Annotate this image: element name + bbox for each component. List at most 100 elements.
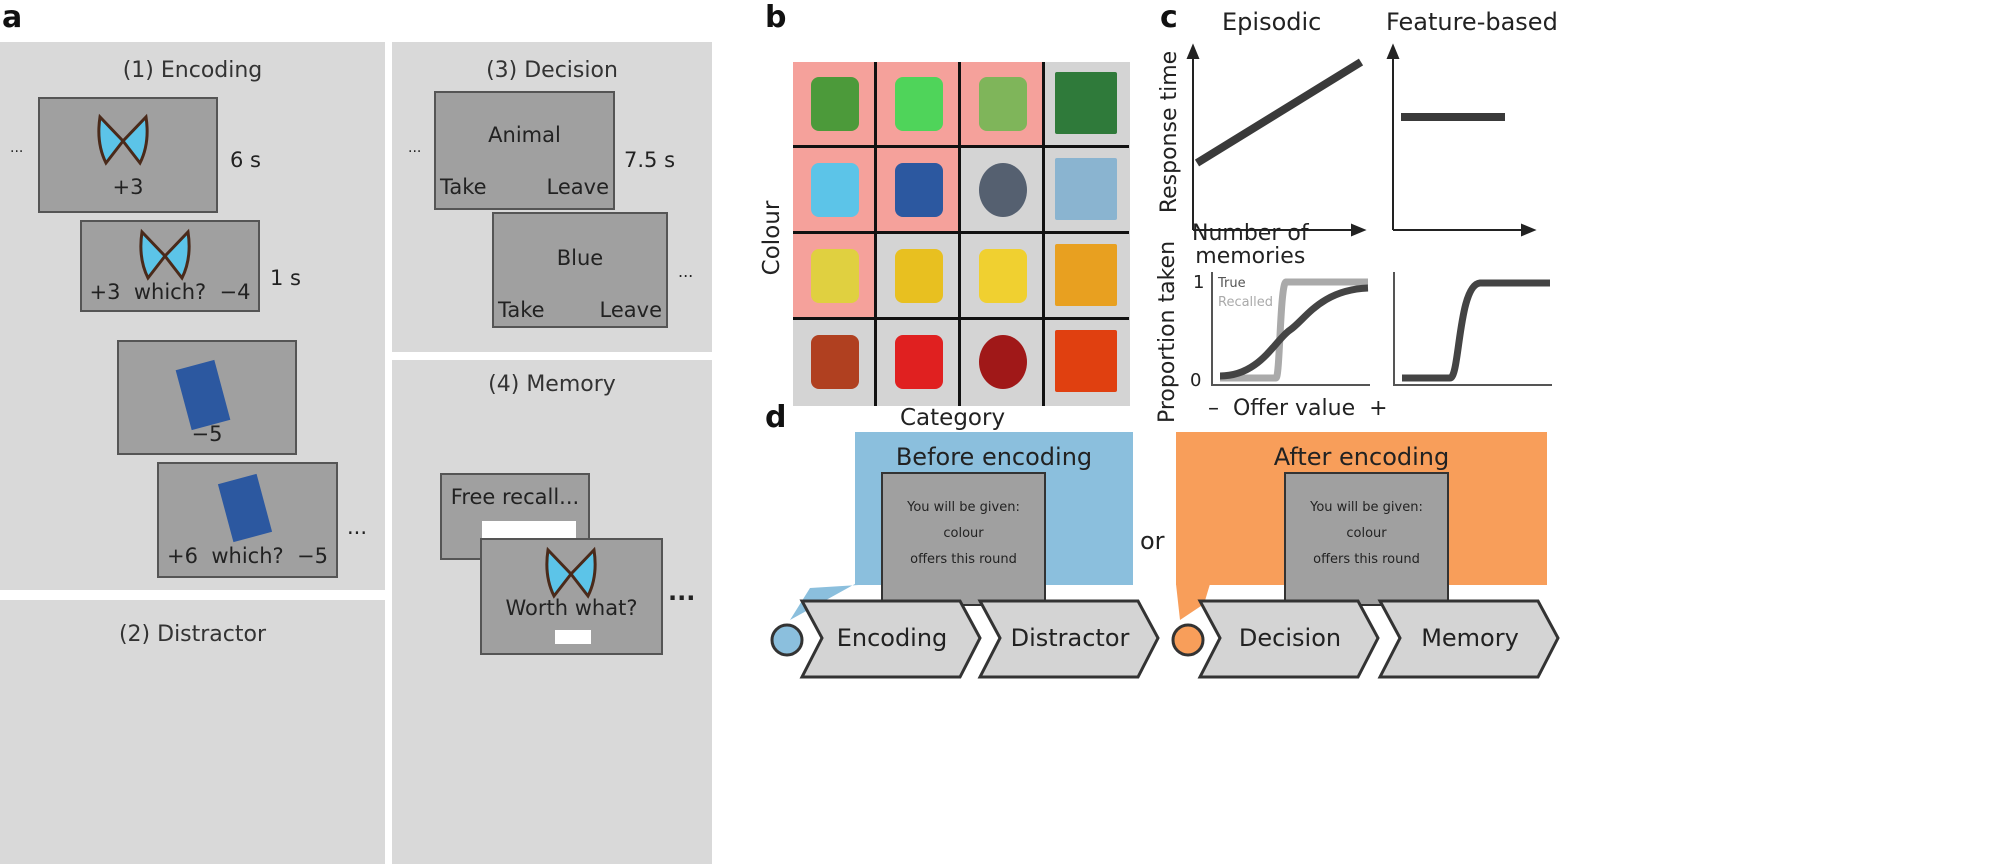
encoding-screen-2: +3 which? −4 <box>80 220 260 312</box>
value-text-box <box>555 630 591 644</box>
panel-label-d: d <box>765 400 787 435</box>
ellipsis: ... <box>668 578 696 606</box>
grid-cell <box>961 62 1045 148</box>
after-callout-tail <box>1176 584 1210 620</box>
category-axis-label: Category <box>900 405 1006 431</box>
ellipsis: ... <box>10 140 24 156</box>
grid-cell <box>877 148 961 234</box>
ellipsis: ... <box>408 140 422 156</box>
episodic-rt-line <box>1194 58 1364 167</box>
fish-icon <box>811 249 859 303</box>
chevron-memory <box>1377 599 1560 679</box>
after-encoding-title: After encoding <box>1273 443 1450 471</box>
grid-cell <box>877 62 961 148</box>
response-time-label: Response time <box>1157 50 1182 214</box>
cardinal-icon <box>811 335 859 389</box>
before-callout-tail <box>790 584 875 620</box>
chevron-distractor <box>977 599 1160 679</box>
before-encoding-title: Before encoding <box>895 443 1093 471</box>
grid-cell <box>793 148 877 234</box>
chevron-decision <box>1197 599 1380 679</box>
card-line: colour <box>1346 526 1387 541</box>
offer-value-label: – Offer value + <box>1208 396 1388 421</box>
duration-label: 6 s <box>230 148 261 172</box>
episodic-axes <box>1192 50 1360 231</box>
grid-cell <box>1045 234 1129 320</box>
grid-cell <box>961 320 1045 406</box>
distractor-panel <box>0 600 385 864</box>
duration-label: 7.5 s <box>624 148 676 172</box>
step-decision: Decision <box>1238 624 1342 652</box>
step-distractor: Distractor <box>1010 624 1130 652</box>
sea-icon <box>1055 158 1117 220</box>
grid-cell <box>961 148 1045 234</box>
butterfly-icon <box>138 228 192 282</box>
colour-word: Blue <box>556 246 604 270</box>
episodic-sigmoid-axes <box>1211 272 1370 386</box>
value-recall-screen: Worth what? <box>480 538 663 655</box>
tick-1: 1 <box>1193 272 1205 293</box>
arrowhead-icon <box>1386 43 1537 237</box>
grid-cell <box>877 234 961 320</box>
legend-recalled: Recalled <box>1218 295 1274 310</box>
encoding-screen-4: +6 which? −5 <box>157 462 338 578</box>
grid-cell <box>877 320 961 406</box>
blueberry-icon <box>979 163 1027 217</box>
card-line: You will be given: <box>907 500 1020 515</box>
car-icon <box>895 249 943 303</box>
offer-value: −5 <box>191 422 223 446</box>
panel-label-a: a <box>2 0 23 35</box>
decision-screen-1: Animal Take Leave <box>434 91 615 210</box>
take-option: Take <box>440 175 487 199</box>
legend-true: True <box>1218 276 1246 291</box>
feature-based-title: Feature-based <box>1386 8 1558 36</box>
apple-icon <box>979 335 1027 389</box>
card-line: colour <box>943 526 984 541</box>
proportion-taken-label: Proportion taken <box>1155 240 1180 424</box>
panel-label-b: b <box>765 0 787 35</box>
notebook-icon <box>895 163 943 217</box>
colour-axis-label: Colour <box>759 200 785 276</box>
grid-cell <box>1045 320 1129 406</box>
decision-title: (3) Decision <box>486 58 618 83</box>
encoding-screen-3: −5 <box>117 340 297 455</box>
chevron-encoding <box>799 599 982 679</box>
butterfly-icon <box>811 163 859 217</box>
grid-cell <box>793 234 877 320</box>
butterfly-icon <box>544 546 598 600</box>
feature-sigmoid-curve <box>1402 279 1550 382</box>
bananas-icon <box>979 249 1027 303</box>
red-sunset-icon <box>1055 330 1117 392</box>
choice-prompt: +3 which? −4 <box>89 280 251 304</box>
butterfly-icon <box>96 113 150 167</box>
distractor-title: (2) Distractor <box>118 622 267 647</box>
encoding-screen-1: +3 <box>38 97 218 213</box>
grid-cell <box>1045 148 1129 234</box>
lettuce-icon <box>979 77 1027 131</box>
high-heel-icon <box>895 335 943 389</box>
decision-screen-2: Blue Take Leave <box>492 212 668 328</box>
memory-title: (4) Memory <box>488 372 616 397</box>
grid-cell <box>1045 62 1129 148</box>
step-encoding: Encoding <box>836 624 948 652</box>
choice-prompt: +6 which? −5 <box>167 544 328 568</box>
notebook-icon <box>175 359 231 431</box>
schematic-plots <box>1186 43 1552 386</box>
card-line: You will be given: <box>1310 500 1423 515</box>
encoding-title: (1) Encoding <box>122 58 263 83</box>
grid-cell <box>793 320 877 406</box>
leave-option: Leave <box>599 298 662 322</box>
free-recall-prompt: Free recall... <box>450 485 580 509</box>
desert-icon <box>1055 244 1117 306</box>
duration-label: 1 s <box>270 266 301 290</box>
stimulus-grid <box>793 62 1130 406</box>
after-marker-icon <box>1171 623 1205 657</box>
offer-value: +3 <box>112 175 144 199</box>
episodic-title: Episodic <box>1222 8 1322 36</box>
panel-label-c: c <box>1160 0 1178 35</box>
notebook-icon <box>217 473 273 543</box>
category-word: Animal <box>488 123 561 147</box>
feature-sigmoid-axes <box>1393 272 1552 386</box>
grid-cell <box>793 62 877 148</box>
phase-chevrons <box>770 599 1560 679</box>
